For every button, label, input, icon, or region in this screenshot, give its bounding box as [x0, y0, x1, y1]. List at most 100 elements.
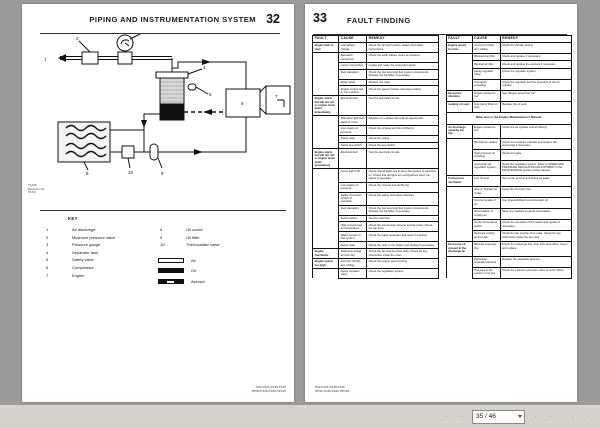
cell-remedy: Check the regulator and the operation of…	[499, 78, 572, 91]
table-row: Leaking oil seal.Improperly fitted oil s…	[445, 100, 572, 113]
last-page-button[interactable]	[544, 410, 557, 423]
print-icon[interactable]	[581, 410, 594, 423]
key-item-label: Separator tank	[72, 249, 99, 255]
chevron-down-icon[interactable]	[518, 415, 522, 418]
table-row: High compressed air temperature.Check th…	[312, 221, 439, 233]
cell-cause: Low battery charge.	[338, 42, 367, 54]
piping-diagram: 1 2 3	[22, 30, 294, 204]
table-row: Low engine oil pressure.Check the oil le…	[312, 181, 439, 193]
cell-remedy: Reset the regulation system. Refer to SP…	[499, 160, 572, 177]
cell-cause: Incorrect throttle arm setting.	[338, 258, 367, 269]
cell-remedy: Check and replace if necessary.	[499, 53, 572, 62]
svg-text:4: 4	[203, 65, 206, 70]
key-item-label: Oil filter	[186, 234, 200, 240]
svg-text:9: 9	[161, 171, 164, 176]
cell-remedy: Replace the separator element.	[499, 255, 572, 268]
page-canvas[interactable]: PIPING AND INSTRUMENTATION SYSTEM 32 1	[0, 0, 600, 405]
cell-cause: Faulty regulator valve.	[338, 267, 367, 279]
key-item-number: 7	[46, 272, 49, 278]
cell-remedy: Check the throttle setting.	[499, 42, 572, 55]
fault-table-left: FAULT CAUSE REMEDY Engine fails to start…	[312, 34, 439, 279]
left-page-header: PIPING AND INSTRUMENTATION SYSTEM 32	[22, 12, 286, 34]
key-item-number: 5	[46, 257, 49, 263]
key-item-label: Thermostatic valve	[186, 242, 220, 248]
legend-label: Air	[191, 257, 196, 263]
cell-fault: Leaking oil seal.	[445, 100, 473, 113]
cell-remedy: Move the machine to avoid recirculation.	[499, 208, 572, 221]
key-item-number: 1	[46, 227, 49, 232]
cell-remedy: Check the safety shut-down switches.	[366, 191, 439, 206]
cell-cause: Blocked air filter	[471, 60, 501, 69]
table-row: Excessive oil present in the discharge a…	[445, 241, 572, 257]
cell-remedy: Check the speed cylinder and stop positi…	[366, 85, 439, 97]
cell-fault	[312, 52, 339, 63]
cell-cause: Perforated separator element	[471, 255, 501, 268]
column-header-fault: FAULT	[445, 34, 473, 44]
cell-cause: Low engine oil pressure.	[338, 125, 367, 137]
cell-fault	[445, 60, 473, 69]
oil-swatch-icon	[158, 268, 184, 274]
cell-remedy: Check and replace the element if necessa…	[499, 60, 572, 69]
key-item-number: 2	[46, 234, 49, 240]
cell-cause: Faulty relay.	[338, 135, 367, 143]
cell-fault	[312, 268, 339, 279]
cell-cause: Faulty temperature switch.	[471, 219, 501, 232]
table-row: Faulty relay.Check the relay in the hold…	[312, 241, 439, 250]
drawing-number: T1106 Revision 01 07/04	[28, 183, 45, 195]
page-right: 33 FAULT FINDING FAULT CAUSE REMEDY Engi…	[305, 4, 577, 402]
cell-remedy: Locate and make the connection good.	[366, 62, 439, 70]
cell-fault	[445, 219, 473, 231]
legend-item-air: Air	[158, 256, 205, 265]
key-item-label: Air discharge	[72, 227, 96, 232]
cell-fault	[312, 205, 339, 216]
cell-remedy: Check the earth cables, clean as require…	[366, 52, 439, 64]
fault-table-right-body: Engine speed too low.Incorrect throttle …	[445, 42, 572, 279]
table-row: Faulty relay.Check the relays.	[312, 135, 439, 143]
table-row: Faulty temperature switch.Check the oper…	[445, 219, 572, 232]
previous-page-button[interactable]	[455, 410, 468, 423]
cell-remedy: Use Ingersoll-Rand recommended oil.	[499, 197, 572, 210]
piping-diagram-svg: 1 2 3	[44, 30, 291, 176]
next-page-button[interactable]	[529, 410, 542, 423]
cell-cause: Loose light bulb.	[338, 168, 367, 183]
column-header-cause: CAUSE	[338, 34, 367, 44]
table-row: Faulty regulator valve.Check the regulat…	[445, 67, 572, 80]
copy-icon[interactable]	[566, 410, 579, 423]
svg-text:5: 5	[209, 92, 212, 97]
cell-cause: Relay failed.	[338, 78, 367, 87]
cell-fault	[445, 160, 473, 176]
cell-fault	[312, 85, 339, 96]
cell-cause: Incorrect throttle arm setting.	[471, 42, 501, 55]
cell-fault	[312, 241, 339, 249]
cell-fault	[445, 138, 473, 150]
first-page-button[interactable]	[440, 410, 453, 423]
key-rule	[40, 210, 286, 211]
cell-remedy: Check the engine speed setting.	[366, 258, 439, 269]
cell-fault: Engine speed too low.	[445, 42, 473, 55]
cell-fault: Air discharge capacity too low.	[445, 123, 473, 140]
header-rule	[40, 33, 280, 34]
cell-cause: Engine speed too low.	[471, 123, 501, 140]
key-item-label: Oil cooler	[186, 227, 203, 232]
table-row: Loose light bulb.Check that all lights a…	[312, 168, 439, 183]
key-item-number: 8	[160, 227, 163, 232]
page-number-input[interactable]: 35 / 46	[472, 409, 525, 424]
page-left: PIPING AND INSTRUMENTATION SYSTEM 32 1	[22, 4, 294, 402]
cell-remedy: Test the electrical circuits.	[366, 95, 439, 117]
column-header-fault: FAULT	[312, 34, 339, 44]
table-row: Excessive vibration.Engine speed too low…	[445, 89, 572, 102]
